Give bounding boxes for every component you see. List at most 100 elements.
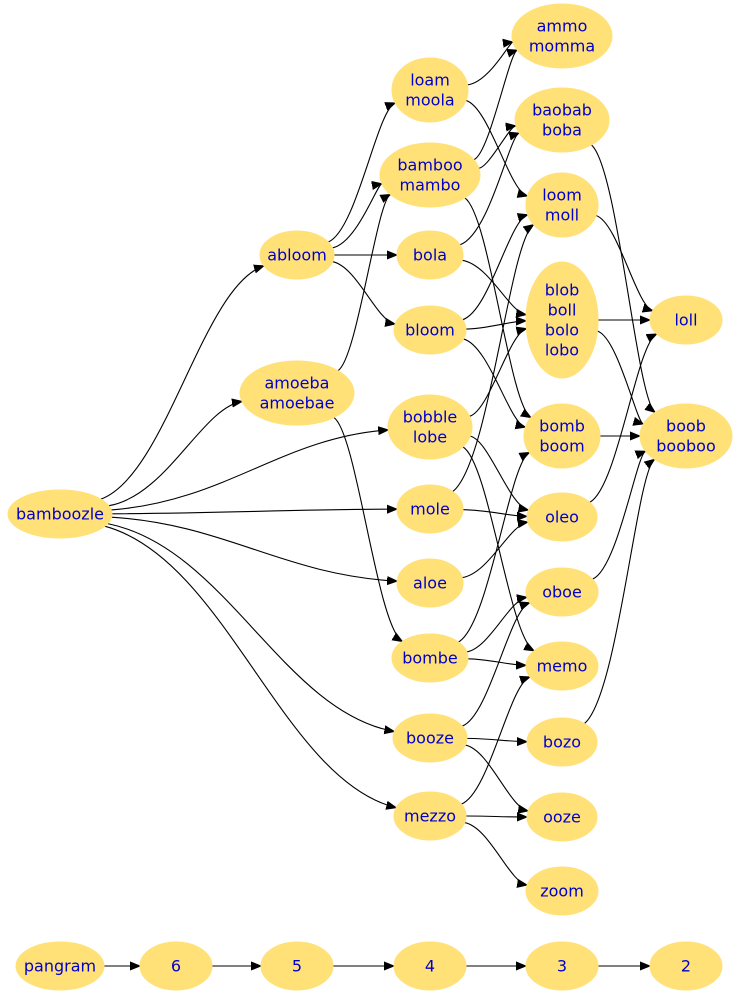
edge-abloom-to-bloom <box>332 261 396 324</box>
node-blob-label-3: lobo <box>545 341 579 360</box>
node-oboe: oboe <box>525 567 599 617</box>
node-loom-ellipse <box>525 172 599 238</box>
edge-amoeba-to-bamboo <box>337 194 391 372</box>
node-boob-label-1: booboo <box>656 437 715 456</box>
node-blob-label-1: boll <box>548 301 577 320</box>
edge-bamboozle-to-mole <box>111 509 397 515</box>
node-bombe-label-0: bombe <box>402 649 458 668</box>
node-aloe-label-0: aloe <box>413 574 447 593</box>
edge-loom-to-loll <box>595 214 653 311</box>
node-zoom-label-0: zoom <box>540 882 584 901</box>
node-ammo-ellipse <box>511 3 613 69</box>
edge-bamboozle-to-booze <box>107 523 395 732</box>
node-mole: mole <box>396 484 464 534</box>
node-n5: 5 <box>260 941 334 991</box>
node-bamboo-ellipse <box>379 142 481 208</box>
node-loll: loll <box>649 295 723 345</box>
edge-bobble-to-blob <box>469 329 527 417</box>
node-loam-ellipse <box>391 57 469 123</box>
node-bloom: bloom <box>393 305 467 355</box>
node-n3: 3 <box>525 941 599 991</box>
edge-abloom-to-loam <box>327 103 395 243</box>
node-memo-label-0: memo <box>537 657 588 676</box>
edge-blob-to-boob <box>597 330 643 424</box>
edge-mezzo-to-zoom <box>464 822 527 885</box>
node-booze-label-0: booze <box>406 729 454 748</box>
edge-bamboo-to-baobab <box>478 126 516 169</box>
node-booze: booze <box>392 713 468 763</box>
node-blob-label-0: blob <box>545 281 580 300</box>
node-loll-label-0: loll <box>674 311 697 330</box>
node-n5-ellipse <box>260 941 334 991</box>
edge-baobab-to-boob <box>591 144 655 412</box>
edge-mole-to-oleo <box>462 509 527 517</box>
node-zoom-ellipse <box>525 866 599 916</box>
node-bozo-label-0: bozo <box>543 733 581 752</box>
node-bamboozle: bamboozle <box>7 489 113 539</box>
node-bozo: bozo <box>526 717 598 767</box>
node-loam-label-0: loam <box>410 71 450 90</box>
edge-bombe-to-bomb <box>458 452 529 643</box>
node-baobab-ellipse <box>514 87 610 153</box>
node-n6-label-0: 6 <box>171 957 181 976</box>
node-n2: 2 <box>649 941 723 991</box>
node-ammo-label-0: ammo <box>537 17 588 36</box>
edge-amoeba-to-bombe <box>333 416 403 641</box>
node-bamboo-label-1: mambo <box>400 176 461 195</box>
edge-bombe-to-oboe <box>466 597 527 653</box>
node-ooze-label-0: ooze <box>543 808 581 827</box>
edge-bamboozle-to-aloe <box>111 516 398 581</box>
node-abloom-label-0: abloom <box>267 246 327 265</box>
edge-bamboozle-to-mezzo <box>104 525 396 808</box>
node-bola: bola <box>396 230 464 280</box>
node-bomb-ellipse <box>523 403 601 469</box>
node-ooze: ooze <box>526 792 598 842</box>
node-blob-ellipse <box>525 261 599 379</box>
node-bombe: bombe <box>391 633 469 683</box>
node-loom-label-0: loom <box>542 186 582 205</box>
node-booze-ellipse <box>392 713 468 763</box>
node-mole-label-0: mole <box>410 500 450 519</box>
node-bozo-ellipse <box>526 717 598 767</box>
edge-bloom-to-blob <box>465 321 526 330</box>
edge-bloom-to-loom <box>462 215 528 321</box>
edge-bobble-to-oleo <box>470 435 528 510</box>
node-mezzo-label-0: mezzo <box>404 807 456 826</box>
edge-bloom-to-bomb <box>463 338 525 427</box>
node-n3-ellipse <box>525 941 599 991</box>
node-pangram: pangram <box>15 941 105 991</box>
edges-layer <box>100 42 657 966</box>
edge-abloom-to-bamboo <box>332 184 382 249</box>
node-bobble-label-0: bobble <box>403 408 458 427</box>
node-bola-label-0: bola <box>413 246 447 265</box>
node-n4-ellipse <box>393 941 467 991</box>
edge-bozo-to-boob <box>584 459 654 724</box>
edge-mezzo-to-ooze <box>465 816 527 817</box>
node-oleo-ellipse <box>526 492 598 542</box>
node-bamboozle-label-0: bamboozle <box>16 505 104 524</box>
edge-loam-to-loom <box>465 99 528 196</box>
edge-bamboozle-to-amoeba <box>108 401 242 507</box>
node-n2-label-0: 2 <box>681 957 691 976</box>
edge-aloe-to-oleo <box>462 522 528 579</box>
node-n4-label-0: 4 <box>425 957 435 976</box>
node-mezzo-ellipse <box>393 791 467 841</box>
node-bamboozle-ellipse <box>7 489 113 539</box>
node-loam-label-1: moola <box>405 91 454 110</box>
node-boob-ellipse <box>639 403 733 469</box>
edge-loam-to-ammo <box>467 42 513 86</box>
node-ooze-ellipse <box>526 792 598 842</box>
node-bomb-label-0: bomb <box>539 417 585 436</box>
edge-mole-to-loom <box>452 225 534 493</box>
edge-bola-to-baobab <box>459 133 519 246</box>
node-bamboo-label-0: bamboo <box>397 156 462 175</box>
node-oleo-label-0: oleo <box>545 508 579 527</box>
node-memo-ellipse <box>525 641 599 691</box>
